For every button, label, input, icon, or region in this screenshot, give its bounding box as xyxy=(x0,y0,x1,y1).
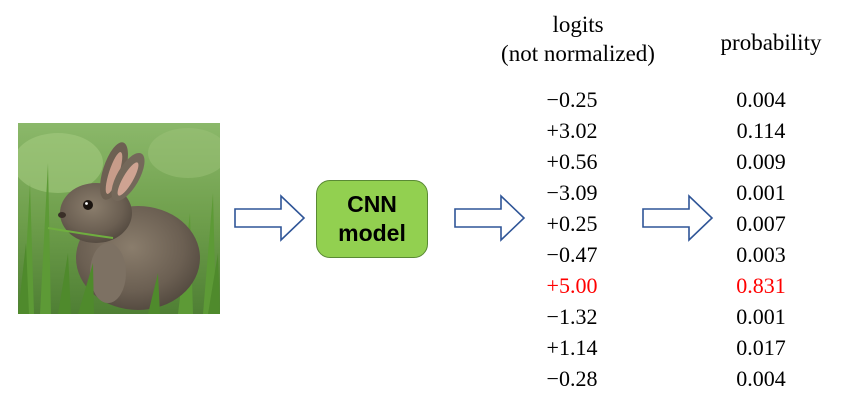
probability-header: probability xyxy=(720,30,822,55)
probability-value: 0.831 xyxy=(736,273,786,298)
model-label-line2: model xyxy=(338,220,406,246)
logit-value: −0.25 xyxy=(546,87,598,112)
probability-value: 0.017 xyxy=(736,335,786,360)
logit-value: +3.02 xyxy=(546,118,598,143)
logits-header-line2: (not normalized) xyxy=(501,41,655,66)
arrow-right-icon xyxy=(454,194,526,242)
probability-value: 0.001 xyxy=(736,304,786,329)
logit-value: +1.14 xyxy=(546,335,598,360)
probability-value: 0.004 xyxy=(736,366,786,391)
logit-value: +0.25 xyxy=(546,211,598,236)
logit-value: +5.00 xyxy=(546,273,598,298)
logits-header-line1: logits xyxy=(552,12,604,37)
probability-value: 0.003 xyxy=(736,242,786,267)
probability-value: 0.001 xyxy=(736,180,786,205)
probability-value: 0.114 xyxy=(736,118,786,143)
logit-value: −3.09 xyxy=(546,180,598,205)
arrow-right-icon xyxy=(234,194,306,242)
logit-value: −0.47 xyxy=(546,242,598,267)
cnn-model-box: CNN model xyxy=(316,180,428,258)
probability-value: 0.007 xyxy=(736,211,786,236)
logit-value: −0.28 xyxy=(546,366,598,391)
logit-value: +0.56 xyxy=(546,149,598,174)
arrow-right-icon xyxy=(642,194,714,242)
probability-value: 0.009 xyxy=(736,149,786,174)
rabbit-photo xyxy=(18,123,220,314)
logits-column: −0.25 +3.02 +0.56 −3.09 +0.25 −0.47 +5.0… xyxy=(517,84,627,394)
model-label-line1: CNN xyxy=(347,191,397,217)
probability-value: 0.004 xyxy=(736,87,786,112)
logits-header: logits (not normalized) xyxy=(478,10,678,68)
logit-value: −1.32 xyxy=(546,304,598,329)
probability-column: 0.004 0.114 0.009 0.001 0.007 0.003 0.83… xyxy=(706,84,816,394)
